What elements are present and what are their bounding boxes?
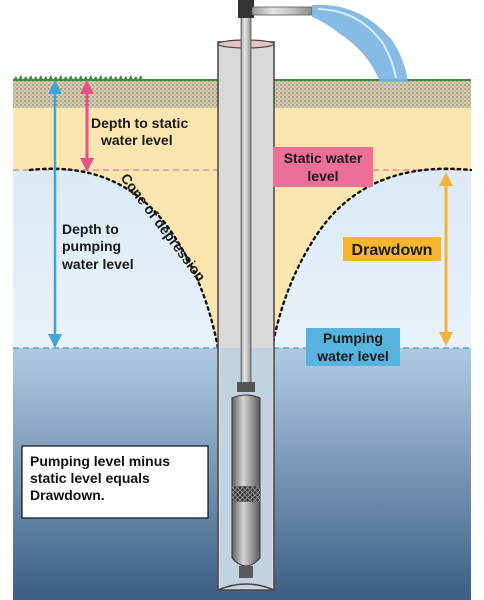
note-box: [21, 445, 209, 519]
label-depth-to-pumping-line3: water level: [61, 256, 134, 272]
label-depth-to-pumping-line1: Depth to: [62, 221, 119, 237]
discharge-water: [312, 4, 408, 83]
drawdown-label-box: [343, 237, 441, 261]
pumping-level-label-box: [306, 328, 400, 366]
note-line3: Drawdown.: [30, 487, 105, 503]
depth-to-pumping-arrow: [48, 80, 62, 348]
label-depth-to-static-line2: water level: [100, 132, 173, 148]
note-line2: static level equals: [30, 470, 150, 486]
pump-coupling: [237, 382, 255, 392]
label-static-level-line2: level: [307, 168, 338, 184]
label-drawdown: Drawdown: [352, 242, 433, 259]
label-depth-to-static-line1: Depth to static: [91, 115, 188, 131]
pump-base: [239, 566, 253, 578]
label-pumping-level-line1: Pumping: [323, 330, 383, 346]
label-static-level-line1: Static water: [284, 150, 363, 166]
label-depth-to-pumping-line2: pumping: [62, 238, 121, 254]
casing-bottom: [217, 583, 275, 591]
drop-pipe: [240, 15, 252, 391]
pump-head: [238, 0, 254, 18]
note-line1: Pumping level minus: [30, 453, 170, 469]
discharge-water-highlight: [317, 8, 397, 79]
discharge-pipe: [251, 6, 313, 16]
pump-intake-screen: [232, 486, 260, 502]
depth-to-static-arrow: [80, 80, 94, 172]
drawdown-arrow: [439, 172, 453, 346]
cone-of-depression-curve: [28, 167, 473, 350]
submersible-pump: [231, 394, 261, 567]
static-level-label-box: [273, 147, 373, 187]
label-pumping-level-line2: water level: [316, 348, 389, 364]
